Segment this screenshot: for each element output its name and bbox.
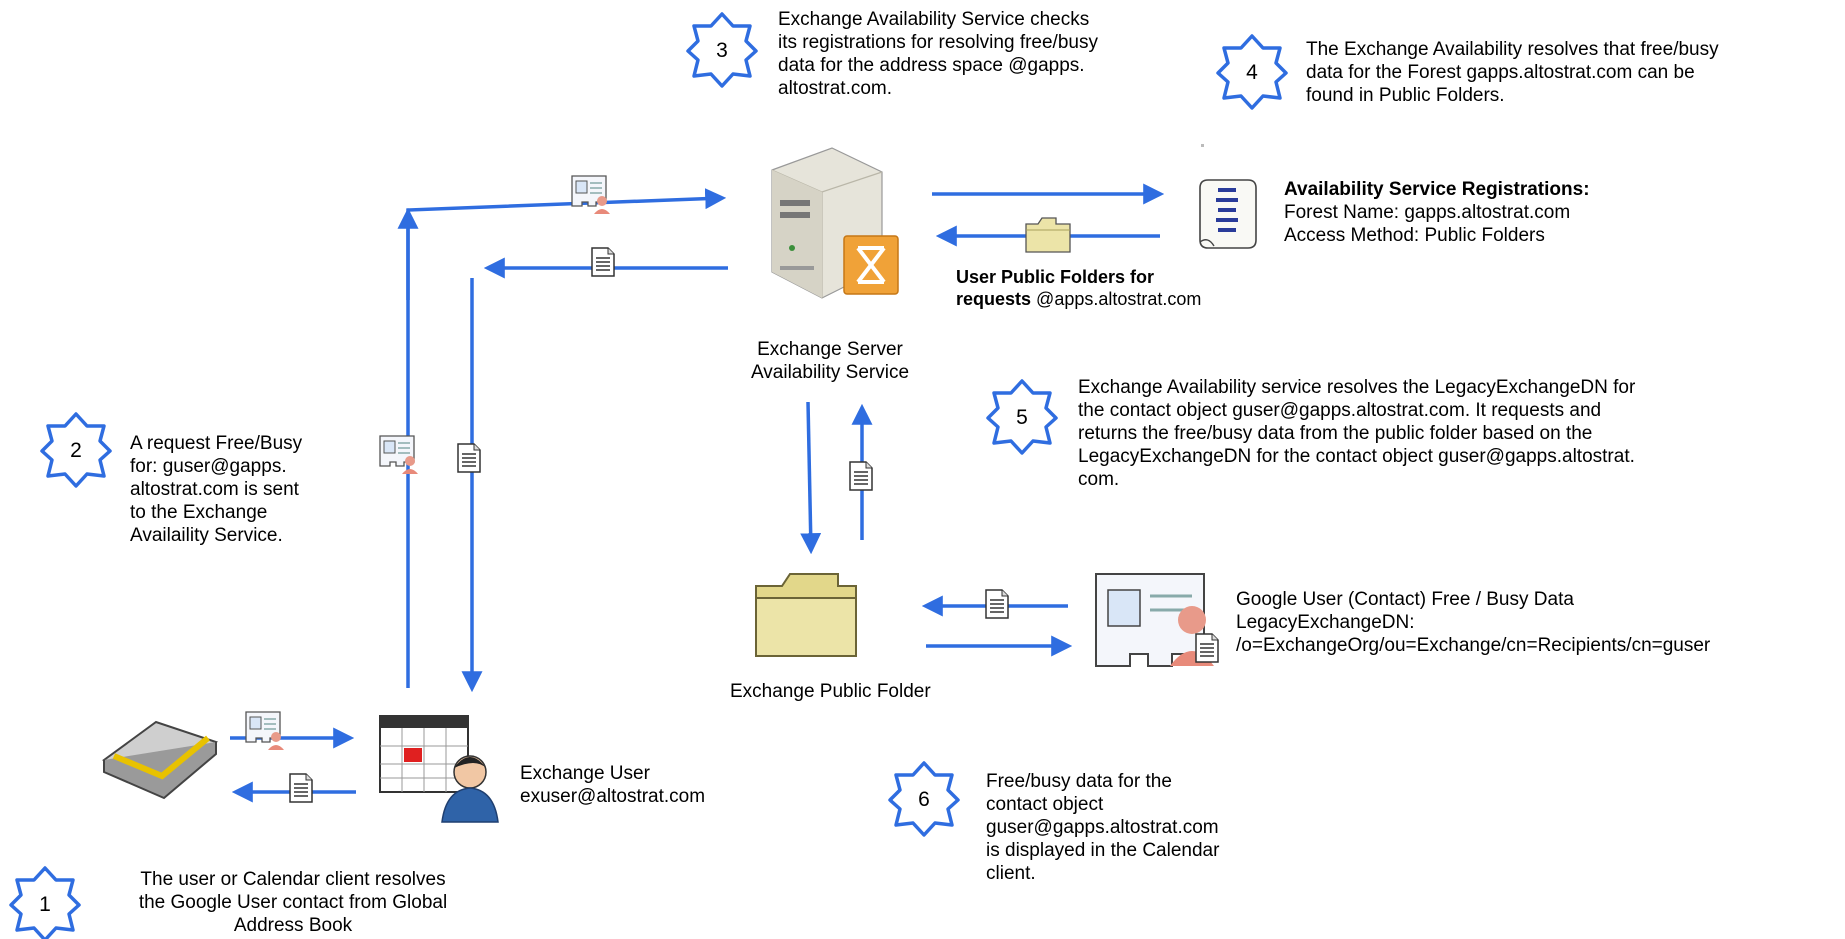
contact-card-icon (379, 435, 419, 475)
step-5-text: Exchange Availability service resolves t… (1078, 377, 1636, 490)
step-3-text: Exchange Availability Service checks its… (778, 9, 1098, 99)
document-icon (289, 773, 313, 803)
step-1-text: The user or Calendar client resolves the… (138, 869, 448, 936)
step-2-text: A request Free/Busy for: guser@gapps. al… (130, 433, 303, 546)
step-number-2: 2 (70, 439, 82, 462)
folder-icon (755, 573, 857, 657)
address-book-icon (101, 720, 219, 800)
document-icon (985, 589, 1009, 619)
exchange-server-label: Exchange Server Availability Service (750, 339, 910, 383)
document-icon (457, 443, 481, 473)
contact-card-icon (571, 175, 611, 215)
step-number-3: 3 (716, 39, 728, 62)
arrow-server-to-folder (800, 401, 822, 555)
step-number-4: 4 (1246, 61, 1258, 84)
step-6-text: Free/busy data for the contact object gu… (986, 771, 1220, 884)
registrations-label: Availability Service Registrations: Fore… (1284, 179, 1590, 246)
google-user-label: Google User (Contact) Free / Busy Data L… (1236, 589, 1711, 656)
public-folder-label: Exchange Public Folder (730, 681, 931, 702)
calendar-user-icon (379, 715, 499, 823)
contact-card-icon (1095, 573, 1219, 667)
stray-dot (1201, 144, 1204, 147)
document-icon (591, 247, 615, 277)
step-number-6: 6 (918, 788, 930, 811)
step-number-1: 1 (39, 893, 51, 916)
step-4-text: The Exchange Availability resolves that … (1306, 39, 1719, 106)
server-icon (771, 147, 899, 299)
folder-icon (1025, 217, 1071, 253)
public-folders-requests-label: User Public Folders for requests @apps.a… (956, 267, 1202, 309)
arrow-user-to-server (406, 188, 727, 688)
exchange-user-label: Exchange User exuser@altostrat.com (520, 763, 706, 807)
contact-card-icon (245, 711, 285, 751)
step-number-5: 5 (1016, 406, 1028, 429)
document-icon (849, 461, 873, 491)
scroll-icon (1199, 179, 1257, 249)
